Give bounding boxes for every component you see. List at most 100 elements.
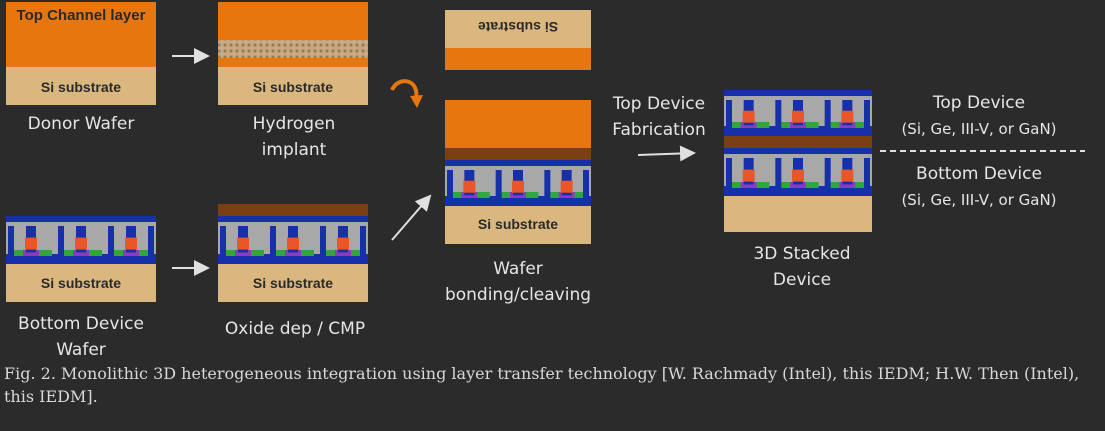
hydrogen-implant-layer xyxy=(218,40,368,58)
side-via xyxy=(864,100,870,130)
si-substrate-layer xyxy=(6,67,156,105)
side-via xyxy=(864,158,870,190)
channel-layer xyxy=(445,48,591,70)
metal-base xyxy=(6,254,156,264)
flipped-substrate xyxy=(445,10,591,70)
gate-region xyxy=(790,182,806,188)
bonding-wafer xyxy=(445,100,591,244)
gate-contact xyxy=(560,180,573,193)
gate-contact xyxy=(742,169,755,182)
donor-wafer xyxy=(6,2,156,105)
top-channel-layer-label: Top Channel layer xyxy=(16,7,146,24)
gate-region xyxy=(740,182,757,188)
oxide-layer xyxy=(218,204,368,216)
gate-contact xyxy=(841,169,854,182)
gate-region xyxy=(123,250,139,256)
bottom-device-materials: (Si, Ge, III-V, or GaN) xyxy=(901,191,1057,209)
side-via xyxy=(824,158,831,190)
stacked-device-label: 3D Stacked Device xyxy=(753,244,851,290)
gate-contact xyxy=(792,169,804,182)
si-substrate-layer xyxy=(724,196,872,232)
bonding-substrate-label: Si substrate xyxy=(477,216,559,232)
arrow-bonding-to-stacked xyxy=(637,145,696,162)
oxide-dep-wafer xyxy=(218,204,368,302)
flip-arrow-head xyxy=(410,95,423,108)
transferred-channel-layer xyxy=(445,100,591,148)
hydrogen-implant-label: Hydrogen implant xyxy=(252,114,336,160)
side-via xyxy=(8,226,14,258)
metal-base xyxy=(218,254,368,264)
bottom-device-wafer xyxy=(6,216,156,302)
metal-line xyxy=(445,160,591,166)
side-via xyxy=(495,170,502,200)
wafer-bonding-label: Wafer bonding/cleaving xyxy=(444,259,592,305)
metal-line xyxy=(724,90,872,96)
si-substrate-layer xyxy=(218,67,368,105)
flipped-substrate-label: Si substrate xyxy=(477,19,559,35)
metal-line xyxy=(6,216,156,222)
gate-contact xyxy=(512,180,524,193)
gate-contact xyxy=(841,110,854,123)
oxide-dep-label: Oxide dep / CMP xyxy=(224,319,366,339)
top-device-materials: (Si, Ge, III-V, or GaN) xyxy=(901,120,1057,138)
hydrogen-implant-wafer xyxy=(218,2,368,105)
hydrogen-substrate-label: Si substrate xyxy=(252,79,334,95)
gate-region xyxy=(285,250,301,256)
stacked-device xyxy=(724,90,872,232)
metal-line xyxy=(724,148,872,154)
gate-region xyxy=(73,250,89,256)
channel-layer-lower xyxy=(218,58,368,67)
donor-substrate-label: Si substrate xyxy=(40,79,122,95)
side-via xyxy=(108,226,114,258)
si-substrate-layer xyxy=(6,264,156,302)
side-via xyxy=(270,226,276,258)
side-via xyxy=(360,226,366,258)
side-via xyxy=(148,226,154,258)
top-channel-layer xyxy=(6,2,156,67)
bottom-substrate-label: Si substrate xyxy=(40,275,122,291)
metal-line xyxy=(218,216,368,222)
metal-base xyxy=(724,186,872,196)
oxide-substrate-label: Si substrate xyxy=(252,275,334,291)
donor-wafer-label: Donor Wafer xyxy=(27,114,135,134)
side-via xyxy=(544,170,551,200)
side-via xyxy=(58,226,64,258)
gate-contact xyxy=(287,237,299,250)
gate-contact xyxy=(463,180,476,193)
flip-arrow xyxy=(390,79,419,101)
top-device-fabrication-label: Top Device Fabrication xyxy=(612,94,706,140)
gate-contact xyxy=(742,110,755,123)
gate-contact xyxy=(792,110,804,123)
side-via xyxy=(824,100,831,130)
gate-region xyxy=(839,182,856,188)
bond-oxide-layer xyxy=(724,136,872,148)
side-via xyxy=(726,100,732,130)
gate-region xyxy=(23,250,39,256)
top-device-label: Top Device xyxy=(932,93,1026,113)
side-via xyxy=(447,170,453,200)
gate-region xyxy=(335,250,351,256)
gate-contact xyxy=(75,237,87,250)
si-substrate-layer xyxy=(445,10,591,48)
bottom-device-label: Bottom Device xyxy=(916,164,1042,184)
gate-region xyxy=(235,250,251,256)
metal-base xyxy=(445,196,591,206)
oxide-layer xyxy=(445,148,591,160)
arrow-oxide-to-bonding xyxy=(391,194,432,241)
side-via xyxy=(726,158,732,190)
side-via xyxy=(220,226,226,258)
channel-layer xyxy=(218,2,368,40)
metal-base xyxy=(724,126,872,136)
side-via xyxy=(775,100,782,130)
si-substrate-layer xyxy=(218,264,368,302)
gate-contact xyxy=(25,237,37,250)
si-substrate-layer xyxy=(445,206,591,244)
side-via xyxy=(320,226,326,258)
side-via xyxy=(583,170,589,200)
bottom-device-wafer-label: Bottom Device Wafer xyxy=(18,314,144,360)
figure-caption: Fig. 2. Monolithic 3D heterogeneous inte… xyxy=(4,364,1080,406)
gate-contact xyxy=(125,237,137,250)
gate-contact xyxy=(337,237,349,250)
side-via xyxy=(775,158,782,190)
